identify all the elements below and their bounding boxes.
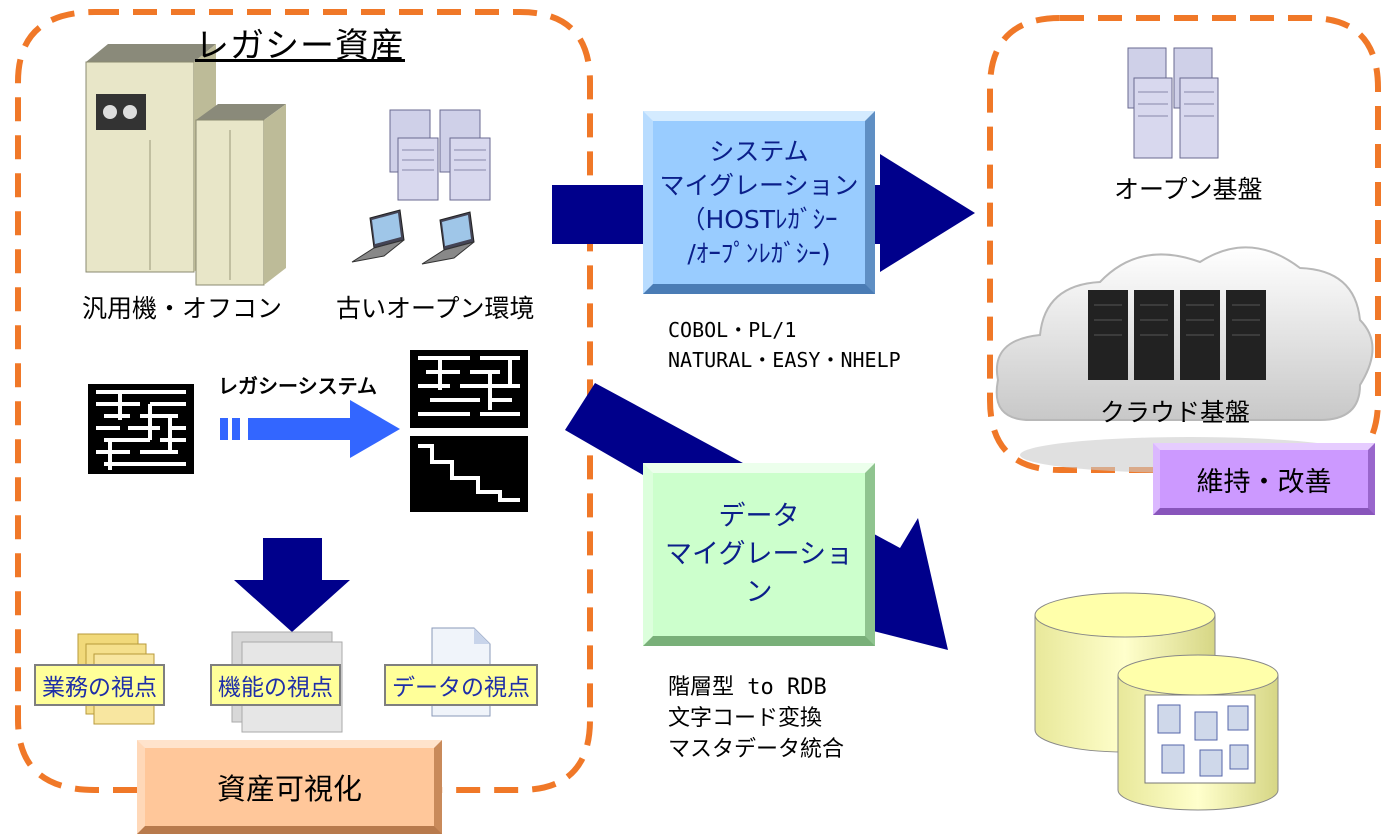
note-line: 階層型 to RDB	[668, 675, 827, 700]
old-open-label: 古いオープン環境	[336, 294, 535, 323]
data-migration-line: マイグレーション	[665, 538, 853, 608]
note-line: NATURAL・EASY・NHELP	[668, 348, 901, 372]
data-migration-notes: 階層型 to RDB 文字コード変換 マスタデータ統合	[668, 672, 844, 765]
data-migration-line: データ	[718, 500, 800, 532]
legacy-system-arrow	[220, 400, 400, 458]
data-view-tag: データの視点	[384, 664, 538, 706]
maintain-improve-label: 維持・改善	[1196, 466, 1332, 498]
legacy-assets-title: レガシー資産	[195, 26, 405, 66]
maze-icon	[410, 436, 528, 512]
system-migration-notes: COBOL・PL/1 NATURAL・EASY・NHELP	[668, 315, 901, 375]
system-migration-line: /ｵｰﾌﾟﾝﾚｶﾞｼｰ)	[687, 238, 831, 268]
down-arrow	[234, 538, 350, 632]
asset-visualization-box: 資産可視化	[137, 740, 442, 834]
maze-icon	[410, 350, 528, 428]
legacy-system-label: レガシーシステム	[218, 374, 377, 398]
maintain-improve-box: 維持・改善	[1153, 443, 1375, 515]
open-platform-label: オープン基盤	[1114, 175, 1263, 204]
business-view-tag: 業務の視点	[34, 664, 165, 706]
system-migration-line: （HOSTﾚｶﾞｼｰ	[680, 204, 838, 234]
note-line: 文字コード変換	[668, 706, 823, 731]
asset-visualization-label: 資産可視化	[216, 772, 362, 806]
note-line: マスタデータ統合	[668, 737, 845, 762]
laptop-icon	[351, 209, 475, 265]
system-migration-line: システム	[709, 136, 809, 166]
system-migration-line: マイグレーション	[659, 170, 859, 200]
system-migration-box: システム マイグレーション （HOSTﾚｶﾞｼｰ /ｵｰﾌﾟﾝﾚｶﾞｼｰ)	[643, 111, 875, 294]
target-region-border	[987, 15, 1381, 473]
cloud-platform-label: クラウド基盤	[1100, 398, 1251, 427]
mainframe-icon	[85, 44, 286, 286]
data-migration-box: データ マイグレーション	[643, 463, 875, 646]
server-cluster-icon	[1127, 47, 1219, 159]
maze-icon	[88, 384, 194, 474]
function-view-tag: 機能の視点	[210, 664, 341, 706]
mainframe-label: 汎用機・オフコン	[82, 294, 283, 323]
server-cluster-icon	[389, 109, 491, 201]
note-line: COBOL・PL/1	[668, 318, 797, 342]
database-icon	[1117, 654, 1279, 811]
cloud-icon	[995, 246, 1374, 473]
